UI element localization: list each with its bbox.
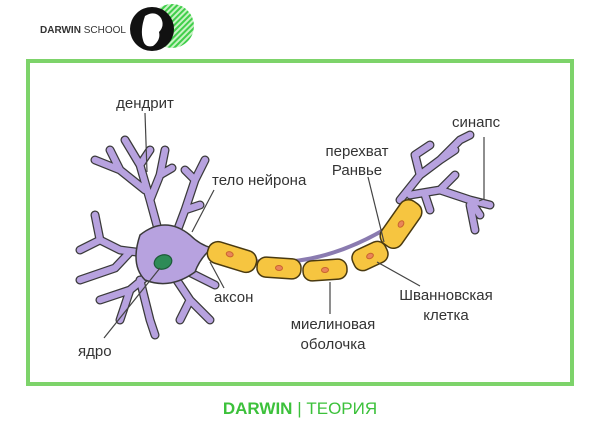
footer-section: ТЕОРИЯ xyxy=(306,399,377,418)
neuron-dendrites xyxy=(75,130,495,340)
label-myelin-line2: оболочка xyxy=(301,336,367,353)
footer-brand-line: DARWIN | ТЕОРИЯ xyxy=(223,399,377,418)
label-node-line1: перехват xyxy=(325,143,388,160)
label-cell-body: тело нейрона xyxy=(212,172,307,189)
darwin-school-logo: DARWIN SCHOOL xyxy=(40,4,194,51)
diagram-frame xyxy=(26,59,574,386)
myelin-sheath xyxy=(206,198,423,282)
brand-bold: DARWIN xyxy=(40,25,81,36)
svg-text:DARWIN SCHOOL: DARWIN SCHOOL xyxy=(40,25,126,36)
label-axon: аксон xyxy=(214,289,253,306)
label-dendrite: дендрит xyxy=(116,95,174,112)
leader-lines xyxy=(103,112,485,339)
cell-body xyxy=(135,224,214,285)
label-myelin-line1: миелиновая xyxy=(291,316,376,333)
brand-light: SCHOOL xyxy=(84,25,127,36)
footer-brand: DARWIN xyxy=(223,399,293,418)
label-synapse: синапс xyxy=(452,114,501,131)
nucleus xyxy=(153,254,173,270)
footer-separator: | xyxy=(297,399,301,418)
label-node-line2: Ранвье xyxy=(332,162,382,179)
label-schwann-line1: Шванновская xyxy=(399,287,492,304)
label-schwann-line2: клетка xyxy=(423,307,469,324)
label-nucleus: ядро xyxy=(78,343,112,360)
